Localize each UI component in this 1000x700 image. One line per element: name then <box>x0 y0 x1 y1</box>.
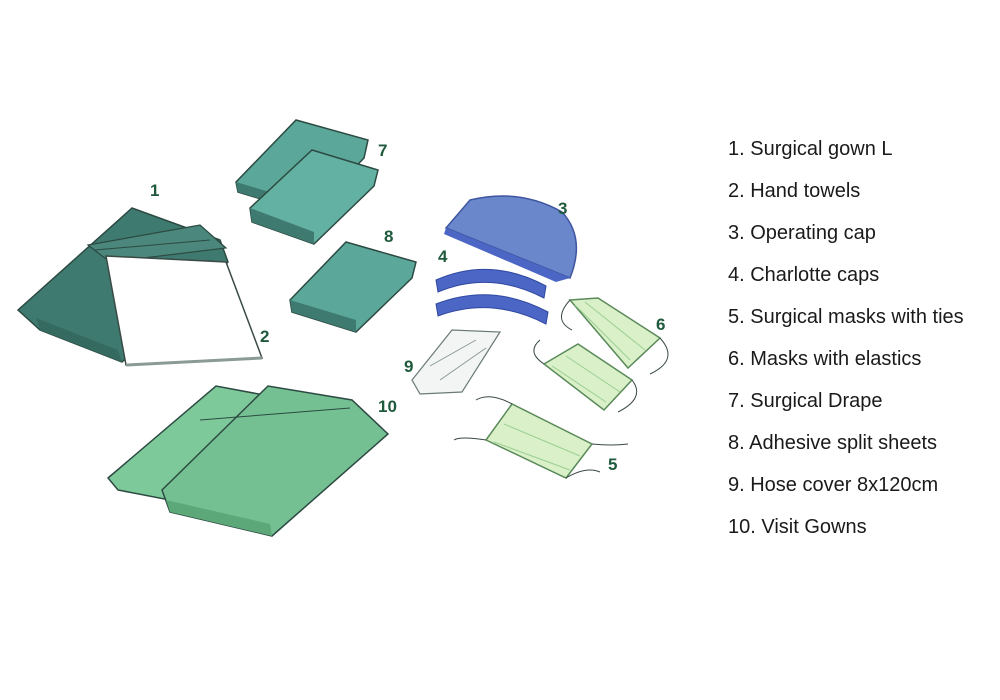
hand-towel-item <box>105 255 264 367</box>
callout-8: 8 <box>384 227 393 246</box>
hose-cover-item <box>411 329 502 395</box>
callout-3: 3 <box>558 199 567 218</box>
legend-item: 6. Masks with elastics <box>728 348 922 370</box>
callout-6: 6 <box>656 315 665 334</box>
legend-item: 7. Surgical Drape <box>728 390 883 412</box>
legend-item: 5. Surgical masks with ties <box>728 306 964 328</box>
callout-4: 4 <box>438 247 448 266</box>
surgical-drape-item <box>235 119 379 245</box>
charlotte-cap-item <box>435 268 549 325</box>
callout-7: 7 <box>378 141 387 160</box>
legend-item: 1. Surgical gown L <box>728 138 893 160</box>
legend-item: 3. Operating cap <box>728 222 876 244</box>
callout-10: 10 <box>378 397 397 416</box>
visit-gown-item <box>106 385 390 537</box>
legend-item: 2. Hand towels <box>728 180 861 202</box>
callout-5: 5 <box>608 455 617 474</box>
callout-1: 1 <box>150 181 159 200</box>
mask-elastic-item <box>533 339 638 413</box>
adhesive-split-sheet-item <box>289 241 417 333</box>
callout-9: 9 <box>404 357 413 376</box>
legend-item: 10. Visit Gowns <box>728 516 867 538</box>
callout-2: 2 <box>260 327 269 346</box>
legend-item: 4. Charlotte caps <box>728 264 880 286</box>
legend-item: 8. Adhesive split sheets <box>728 432 938 454</box>
component-legend: 1. Surgical gown L 2. Hand towels 3. Ope… <box>728 128 964 548</box>
mask-elastic-item <box>561 297 669 375</box>
mask-ties-item <box>453 396 629 479</box>
legend-item: 9. Hose cover 8x120cm <box>728 474 939 496</box>
operating-cap-item <box>444 195 578 282</box>
